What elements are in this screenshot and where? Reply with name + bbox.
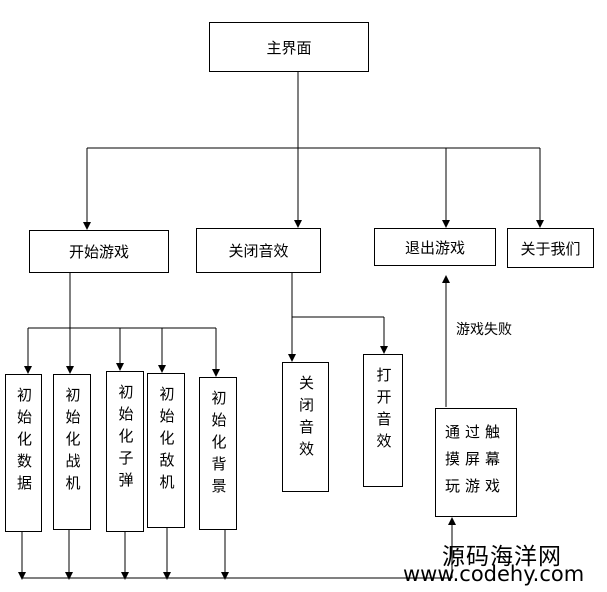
node-sound-off-label: 关闭音效 <box>297 375 315 463</box>
node-init-data: 初始化数据 <box>5 374 42 532</box>
node-init-data-label: 初始化数据 <box>15 387 33 497</box>
node-exit-game-label: 退出游戏 <box>404 238 465 257</box>
node-start-game-label: 开始游戏 <box>68 243 129 261</box>
node-about-us-label: 关于我们 <box>520 239 581 258</box>
node-init-background: 初始化背景 <box>199 377 237 530</box>
node-main-menu-label: 主界面 <box>266 38 312 57</box>
node-init-enemy: 初始化敌机 <box>147 373 185 528</box>
watermark-site-url: www.codehy.com <box>403 562 585 586</box>
node-touch-play: 通过触摸屏幕玩游戏 <box>435 408 517 517</box>
watermark-site-name: 源码海洋网 <box>442 544 562 570</box>
node-sound-on: 打开音效 <box>363 354 403 487</box>
node-init-fighter: 初始化战机 <box>53 374 91 530</box>
node-start-game: 开始游戏 <box>29 230 169 273</box>
node-close-sound: 关闭音效 <box>196 228 321 273</box>
node-close-sound-label: 关闭音效 <box>228 242 289 260</box>
node-main-menu: 主界面 <box>209 22 369 72</box>
node-init-fighter-label: 初始化战机 <box>63 387 82 497</box>
node-sound-off: 关闭音效 <box>282 362 329 492</box>
node-init-enemy-label: 初始化敌机 <box>157 386 176 496</box>
node-touch-play-label: 通过触摸屏幕玩游戏 <box>445 423 506 495</box>
node-init-background-label: 初始化背景 <box>209 390 228 500</box>
edge-label-game-fail: 游戏失败 <box>456 322 512 338</box>
node-about-us: 关于我们 <box>507 228 594 268</box>
node-exit-game: 退出游戏 <box>374 228 496 266</box>
node-init-bullet-label: 初始化子弹 <box>116 384 135 494</box>
node-init-bullet: 初始化子弹 <box>106 371 144 532</box>
node-sound-on-label: 打开音效 <box>374 367 393 455</box>
